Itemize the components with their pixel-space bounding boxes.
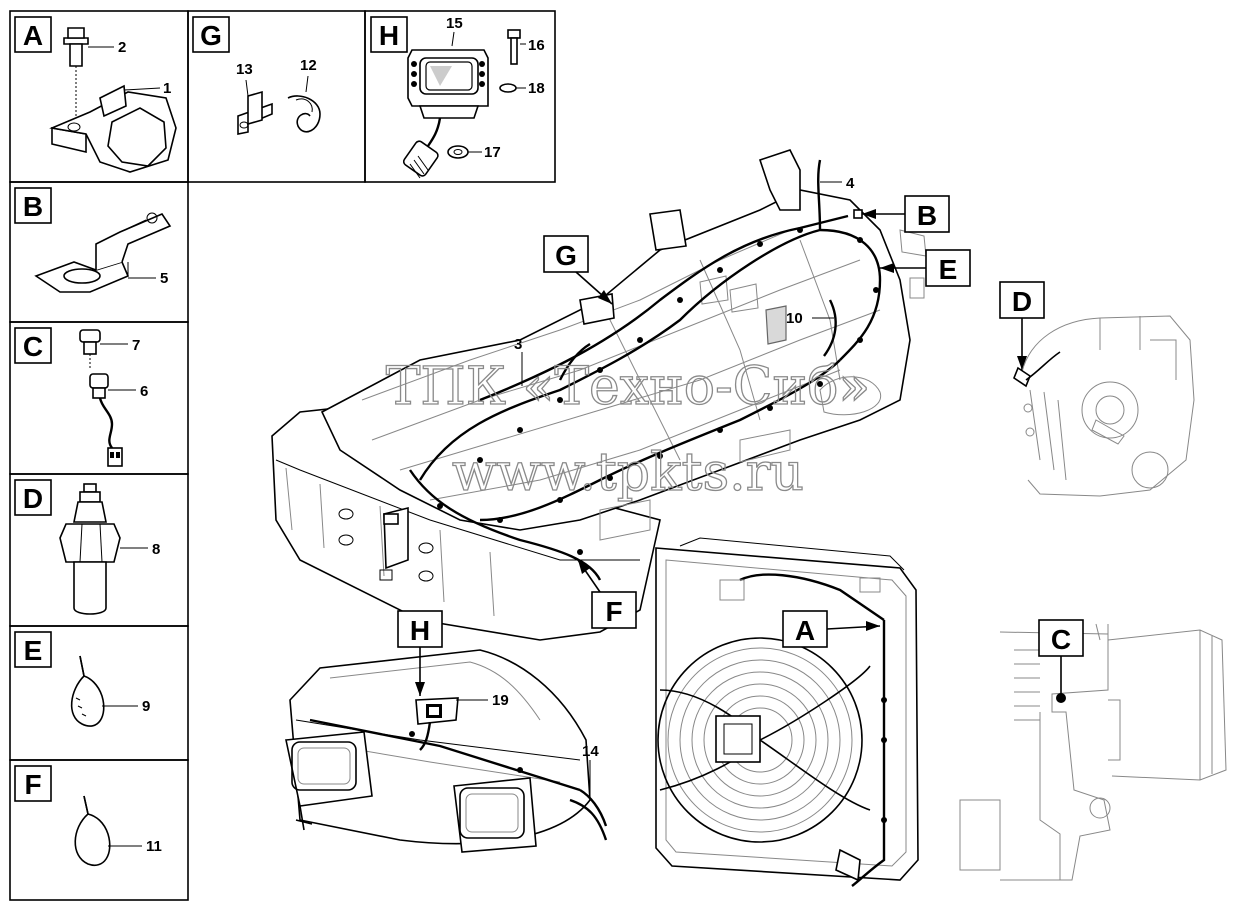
- part-15-label: 15: [446, 15, 463, 32]
- frame-callouts: B E G D F 4 10 3: [514, 175, 1045, 629]
- sensor-6-icon: [89, 373, 123, 467]
- callout-d-letter: D: [1012, 286, 1032, 317]
- watermark: ТПК «Техно-Сиб» www.tpkts.ru: [385, 356, 871, 503]
- callout-h-letter: H: [410, 615, 430, 646]
- strap-12-icon: [287, 95, 321, 133]
- part-10-label: 10: [786, 310, 803, 327]
- panel-f: F 11: [14, 765, 162, 867]
- washer-18-icon: [499, 83, 517, 93]
- part-17-label: 17: [484, 144, 501, 161]
- callout-c-letter: C: [1051, 624, 1071, 655]
- part-4-label: 4: [846, 175, 855, 192]
- part-2-label: 2: [118, 39, 126, 56]
- callout-a-letter: A: [795, 615, 815, 646]
- watermark-url: www.tpkts.ru: [452, 443, 804, 503]
- part-13-label: 13: [236, 61, 253, 78]
- panel-h: H 15 16 18 17: [370, 15, 545, 179]
- part-1-label: 1: [163, 80, 171, 97]
- part-11-label: 11: [146, 838, 162, 855]
- panel-g-letter: G: [200, 20, 222, 51]
- part-9-label: 9: [142, 698, 150, 715]
- plate-5-icon: [34, 212, 172, 293]
- callout-g-letter: G: [555, 240, 577, 271]
- panel-b: B 5: [14, 187, 172, 293]
- part-12-label: 12: [300, 57, 317, 74]
- panel-c: C 7 6: [14, 327, 148, 467]
- part-3-label: 3: [514, 336, 522, 353]
- panel-a-letter: A: [23, 20, 43, 51]
- panel-e-letter: E: [24, 635, 43, 666]
- panel-h-letter: H: [379, 20, 399, 51]
- part-7-label: 7: [132, 337, 140, 354]
- part-8-label: 8: [152, 541, 160, 558]
- engine-assembly: [959, 619, 1227, 881]
- panel-d-letter: D: [23, 483, 43, 514]
- panel-c-letter: C: [23, 331, 43, 362]
- radiator-assembly: [655, 537, 919, 887]
- lower-callouts: A C H 19 14: [397, 610, 1071, 800]
- part-16-label: 16: [528, 37, 545, 54]
- engine-detail-d: [1013, 315, 1195, 497]
- panel-g: G 13 12: [192, 16, 321, 135]
- cable-tie-9-icon: [70, 655, 105, 727]
- panel-d: D 8: [14, 479, 160, 615]
- bolt-2-icon: [63, 27, 89, 118]
- screw-16-icon: [507, 29, 521, 65]
- panel-frames: [9, 10, 556, 901]
- panel-a: A 2 1: [14, 16, 177, 173]
- watermark-company: ТПК «Техно-Сиб»: [386, 357, 871, 417]
- part-18-label: 18: [528, 80, 545, 97]
- callout-b-letter: B: [917, 200, 937, 231]
- cable-tie-11-icon: [74, 795, 111, 867]
- panel-f-letter: F: [24, 769, 41, 800]
- grommet-17-icon: [447, 145, 469, 159]
- harness-clips: [437, 227, 879, 555]
- part-5-label: 5: [160, 270, 168, 287]
- sensor-8-icon: [59, 483, 121, 615]
- switch-7-icon: [79, 329, 101, 370]
- bracket-1-icon: [49, 84, 177, 173]
- part-14-label: 14: [582, 743, 599, 760]
- cab-roof-assembly: [285, 649, 608, 853]
- panel-b-letter: B: [23, 191, 43, 222]
- callout-f-letter: F: [605, 596, 622, 627]
- camera-15-icon: [402, 49, 489, 179]
- panel-e: E 9: [14, 631, 150, 727]
- callout-e-letter: E: [939, 254, 958, 285]
- part-19-label: 19: [492, 692, 509, 709]
- clamp-13-icon: [237, 90, 273, 135]
- part-6-label: 6: [140, 383, 148, 400]
- chassis-frame: [271, 149, 927, 641]
